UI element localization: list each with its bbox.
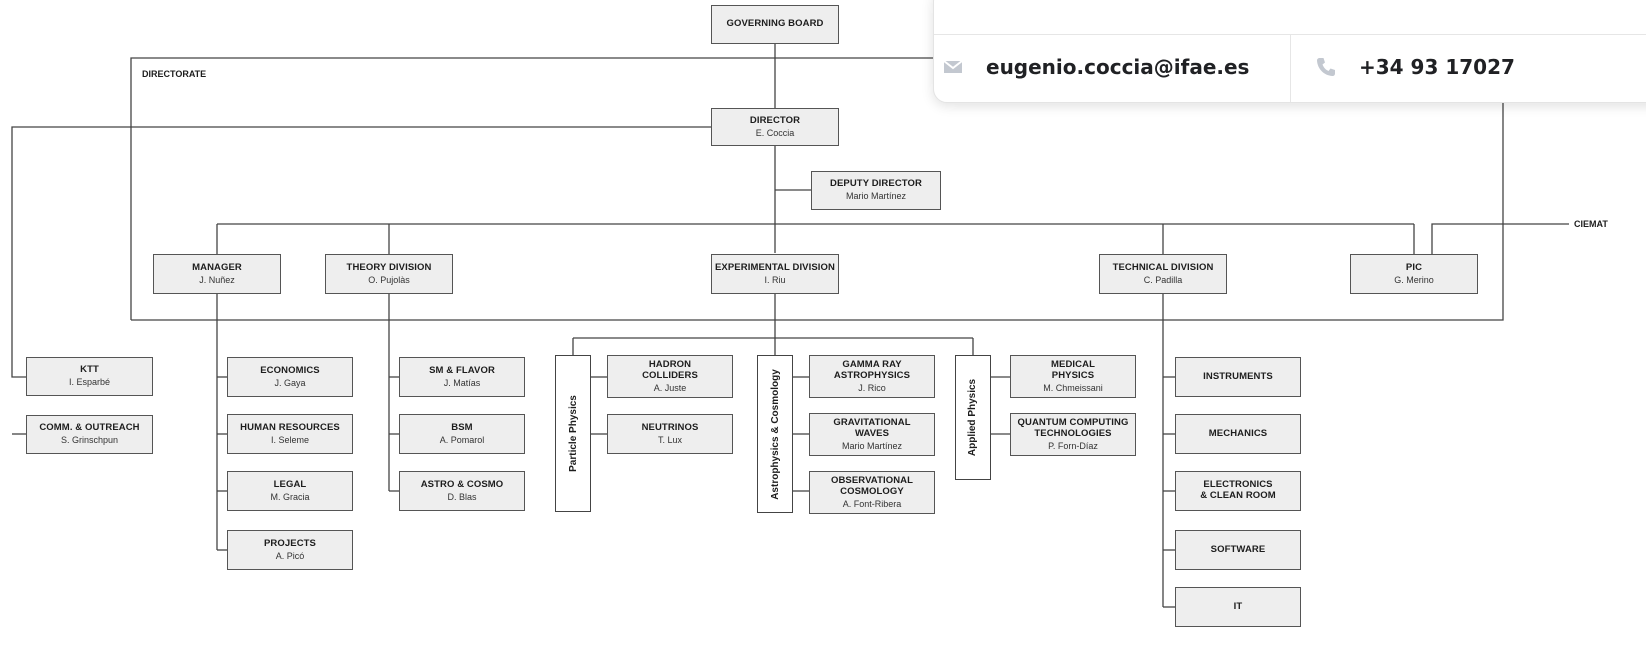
comm-outreach-box: COMM. & OUTREACH S. Grinschpun [26,415,153,454]
box-person: Mario Martínez [845,191,907,202]
box-person: A. Picó [275,550,305,561]
box-title: BSM [451,421,473,433]
box-person: Mario Martínez [841,440,903,451]
economics-box: ECONOMICS J. Gaya [227,357,353,397]
box-person: A. Font-Ribera [842,498,902,509]
group-label: Applied Physics [967,378,979,457]
box-person: A. Pomarol [439,434,485,445]
box-person: J. Gaya [274,377,306,388]
box-title: QUANTUM COMPUTING TECHNOLOGIES [1017,416,1129,439]
phone-text: +34 93 17027 [1359,55,1515,79]
it-box: IT [1175,587,1301,627]
box-title: HADRON COLLIDERS [642,358,698,381]
technical-division-box: TECHNICAL DIVISION C. Padilla [1099,254,1227,294]
box-title: OBSERVATIONAL COSMOLOGY [830,474,914,497]
group-applied-physics: Applied Physics [955,355,991,480]
medical-physics-box: MEDICAL PHYSICS M. Chmeissani [1010,355,1136,398]
box-title: GAMMA RAY ASTROPHYSICS [833,358,911,381]
box-title: TECHNICAL DIVISION [1112,261,1214,273]
box-person: G. Merino [1394,274,1434,285]
neutrinos-box: NEUTRINOS T. Lux [607,414,733,454]
box-title: GOVERNING BOARD [726,18,824,30]
theory-division-box: THEORY DIVISION O. Pujolàs [325,254,453,294]
box-title: MEDICAL PHYSICS [1051,358,1095,381]
box-title: NEUTRINOS [641,421,699,433]
box-title: THEORY DIVISION [346,261,432,273]
electronics-clean-room-box: ELECTRONICS & CLEAN ROOM [1175,471,1301,511]
box-person: J. Matías [443,377,481,388]
email-link[interactable]: eugenio.coccia@ifae.es [943,55,1249,79]
gravitational-waves-box: GRAVITATIONAL WAVES Mario Martínez [809,413,935,456]
box-title: HUMAN RESOURCES [240,421,340,433]
sm-flavor-box: SM & FLAVOR J. Matías [399,357,525,397]
box-person: S. Grinschpun [60,435,119,446]
box-title: IT [1233,600,1243,612]
group-particle-physics: Particle Physics [555,355,591,512]
box-title: LEGAL [273,478,307,490]
box-title: MANAGER [192,261,242,273]
human-resources-box: HUMAN RESOURCES I. Seleme [227,414,353,454]
legal-box: LEGAL M. Gracia [227,471,353,511]
box-person: O. Pujolàs [368,274,410,285]
manager-box: MANAGER J. Nuñez [153,254,281,294]
software-box: SOFTWARE [1175,530,1301,570]
box-person: E. Coccia [755,127,795,138]
box-person: J. Nuñez [199,274,235,285]
box-person: D. Blas [447,491,477,502]
box-title: DIRECTOR [749,114,801,126]
projects-box: PROJECTS A. Picó [227,530,353,570]
phone-icon [1317,58,1335,76]
director-box: DIRECTOR E. Coccia [711,108,839,146]
contact-card: eugenio.coccia@ifae.es +34 93 17027 [933,0,1646,103]
box-title: DEPUTY DIRECTOR [830,178,922,190]
box-title: EXPERIMENTAL DIVISION [715,261,835,273]
phone-link[interactable]: +34 93 17027 [1316,55,1515,79]
mechanics-box: MECHANICS [1175,414,1301,454]
box-title: ASTRO & COSMO [420,478,504,490]
pic-box: PIC G. Merino [1350,254,1478,294]
box-title: ELECTRONICS & CLEAN ROOM [1200,479,1276,501]
astro-cosmo-box: ASTRO & COSMO D. Blas [399,471,525,511]
instruments-box: INSTRUMENTS [1175,357,1301,397]
hadron-colliders-box: HADRON COLLIDERS A. Juste [607,355,733,398]
box-person: P. Forn-Díaz [1048,440,1098,451]
box-title: INSTRUMENTS [1203,370,1273,382]
card-divider [1290,34,1291,102]
ciemat-label: CIEMAT [1574,219,1608,229]
box-title: SOFTWARE [1210,543,1266,555]
bsm-box: BSM A. Pomarol [399,414,525,454]
envelope-icon [943,60,963,73]
box-title: ECONOMICS [260,364,320,376]
group-astrophysics-cosmology: Astrophysics & Cosmology [757,355,793,513]
experimental-division-box: EXPERIMENTAL DIVISION I. Riu [711,254,839,294]
box-title: SM & FLAVOR [429,364,495,376]
box-person: I. Esparbé [68,377,111,388]
observational-cosmology-box: OBSERVATIONAL COSMOLOGY A. Font-Ribera [809,471,935,514]
box-person: I. Seleme [270,434,310,445]
deputy-director-box: DEPUTY DIRECTOR Mario Martínez [811,171,941,210]
directorate-label: DIRECTORATE [142,69,207,79]
box-title: MECHANICS [1208,427,1268,439]
box-person: J. Rico [858,382,886,393]
group-label: Particle Physics [567,395,579,472]
quantum-computing-box: QUANTUM COMPUTING TECHNOLOGIES P. Forn-D… [1010,413,1136,456]
box-person: I. Riu [764,274,786,285]
box-title: GRAVITATIONAL WAVES [833,416,911,439]
box-person: A. Juste [653,382,687,393]
box-title: PIC [1405,261,1423,273]
box-title: PROJECTS [263,537,316,549]
ktt-box: KTT I. Esparbé [26,357,153,396]
group-label: Astrophysics & Cosmology [769,368,781,500]
box-person: M. Gracia [270,491,310,502]
box-person: C. Padilla [1143,274,1183,285]
box-title: COMM. & OUTREACH [39,422,140,434]
box-person: T. Lux [657,434,682,445]
box-title: KTT [80,364,99,376]
email-text: eugenio.coccia@ifae.es [986,55,1250,79]
gamma-ray-box: GAMMA RAY ASTROPHYSICS J. Rico [809,355,935,398]
governing-board-box: GOVERNING BOARD [711,5,839,44]
box-person: M. Chmeissani [1043,382,1103,393]
